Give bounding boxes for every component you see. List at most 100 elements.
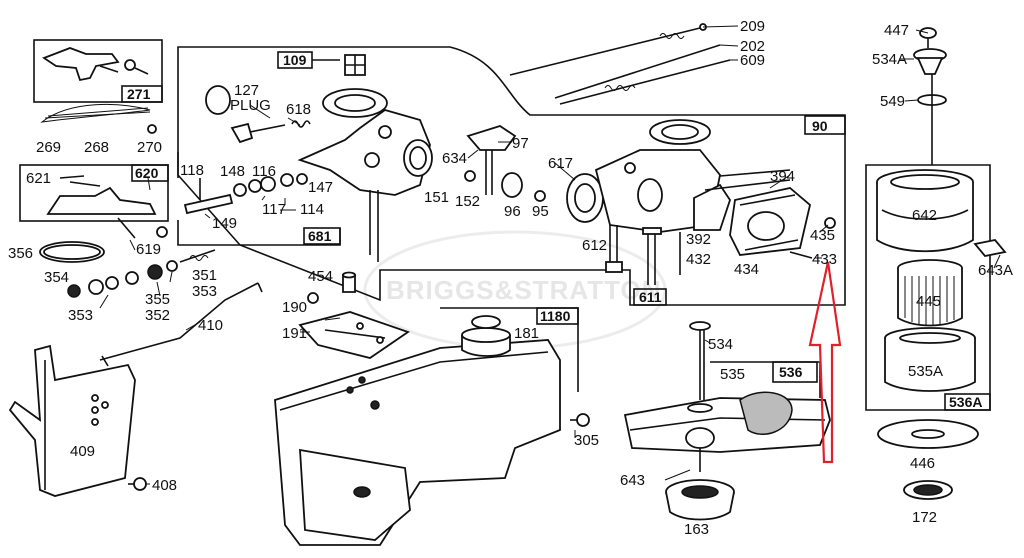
part-label-435: 435	[810, 227, 835, 244]
leader-lines	[99, 25, 1001, 485]
screw-305	[570, 413, 590, 427]
part-label-621: 621	[26, 170, 51, 187]
part-label-643a: 643A	[978, 262, 1013, 279]
idle-screw-cluster	[183, 173, 308, 215]
part-label-96: 96	[504, 203, 521, 220]
group-90-label: 90	[812, 118, 828, 134]
group-536-label: 536	[779, 364, 803, 380]
part-label-148: 148	[220, 163, 245, 180]
group-1180-label: 1180	[540, 308, 571, 324]
part-label-535a: 535A	[908, 363, 943, 380]
part-label-151: 151	[424, 189, 449, 206]
group-681-label: 681	[308, 228, 332, 244]
part-label-97: 97	[512, 135, 529, 152]
part-label-181: 181	[514, 325, 539, 342]
watermark-text: BRIGGS&STRATTON	[386, 275, 661, 305]
part-label-549: 549	[880, 93, 905, 110]
springs-269-268	[40, 104, 157, 134]
screw-619	[117, 217, 168, 239]
grommet-172	[903, 480, 953, 500]
part-label-643: 643	[620, 472, 645, 489]
part-label-392: 392	[686, 231, 711, 248]
group-109-label: 109	[283, 52, 307, 68]
part-label-394: 394	[770, 168, 795, 185]
part-label-534a: 534A	[872, 51, 907, 68]
part-label-353a: 353	[68, 307, 93, 324]
plug-127	[205, 85, 231, 115]
part-label-446: 446	[910, 455, 935, 472]
part-label-117: 117	[262, 201, 286, 218]
dipstick-assembly	[913, 27, 947, 165]
part-label-118: 118	[180, 162, 204, 179]
part-label-409: 409	[70, 443, 95, 460]
group-90: 90	[804, 115, 846, 135]
grommet-163	[665, 479, 735, 521]
carburetor-body	[297, 54, 433, 262]
group-611: 611	[633, 288, 667, 306]
part-label-209: 209	[740, 18, 765, 35]
throttle-links	[509, 23, 731, 105]
part-label-353b: 353	[192, 283, 217, 300]
choke-valve-96	[501, 172, 546, 202]
part-label-190: 190	[282, 299, 307, 316]
group-536a-label: 536A	[949, 394, 982, 410]
part-label-454: 454	[308, 268, 333, 285]
part-label-149: 149	[212, 215, 237, 232]
part-label-447: 447	[884, 22, 909, 39]
group-620-label: 620	[135, 165, 159, 181]
o-ring-356	[39, 241, 105, 263]
part-label-152: 152	[455, 193, 480, 210]
part-label-617: 617	[548, 155, 573, 172]
part-label-612: 612	[582, 237, 607, 254]
gasket-191	[298, 311, 410, 359]
part-label-114: 114	[300, 201, 324, 218]
washer-446	[877, 419, 979, 449]
choke-linkage-634	[464, 125, 517, 195]
fuel-bowl-group-536: 536	[623, 321, 831, 472]
part-label-356: 356	[8, 245, 33, 262]
air-cleaner-group-536a: 536A	[865, 164, 1007, 411]
part-label-534: 534	[708, 336, 733, 353]
part-label-95: 95	[532, 203, 549, 220]
part-label-163: 163	[684, 521, 709, 538]
part-label-432: 432	[686, 251, 711, 268]
part-label-127: 127	[234, 82, 259, 99]
part-label-618: 618	[286, 101, 311, 118]
carburetor-group-outline	[177, 46, 846, 306]
control-bracket-409	[8, 344, 136, 497]
lever-618	[230, 120, 311, 144]
fuel-tank-1180: 1180	[274, 307, 579, 546]
group-611-label: 611	[639, 289, 662, 305]
part-label-410: 410	[198, 317, 223, 334]
group-681: 681	[177, 152, 341, 246]
part-label-351: 351	[192, 267, 217, 284]
part-label-535: 535	[720, 366, 745, 383]
part-label-147: 147	[308, 179, 333, 196]
part-label-354: 354	[44, 269, 69, 286]
part-label-408: 408	[152, 477, 177, 494]
screw-408	[128, 477, 147, 491]
diaphragm-plate-434	[693, 169, 812, 256]
part-label-445: 445	[916, 293, 941, 310]
governor-link-410	[99, 282, 263, 367]
part-label-634: 634	[442, 150, 467, 167]
part-label-172: 172	[912, 509, 937, 526]
highlight-arrow	[808, 261, 842, 464]
part-label-202: 202	[740, 38, 765, 55]
screw-190	[307, 292, 319, 304]
part-label-355: 355	[145, 291, 170, 308]
group-271-label: 271	[127, 86, 151, 102]
part-label-116: 116	[252, 163, 276, 180]
part-label-plug: PLUG	[230, 97, 271, 114]
carburetor-assembly-right	[566, 119, 721, 285]
group-620: 620	[19, 164, 169, 222]
part-label-191: 191	[282, 325, 307, 342]
part-label-269: 269	[36, 139, 61, 156]
part-label-305: 305	[574, 432, 599, 449]
group-271: 271	[33, 39, 163, 103]
part-label-270: 270	[137, 139, 162, 156]
part-labels: 209 202 609 447 534A 549 127 PLUG 618 26…	[8, 18, 1013, 538]
part-label-433: 433	[812, 251, 837, 268]
part-label-352: 352	[145, 307, 170, 324]
